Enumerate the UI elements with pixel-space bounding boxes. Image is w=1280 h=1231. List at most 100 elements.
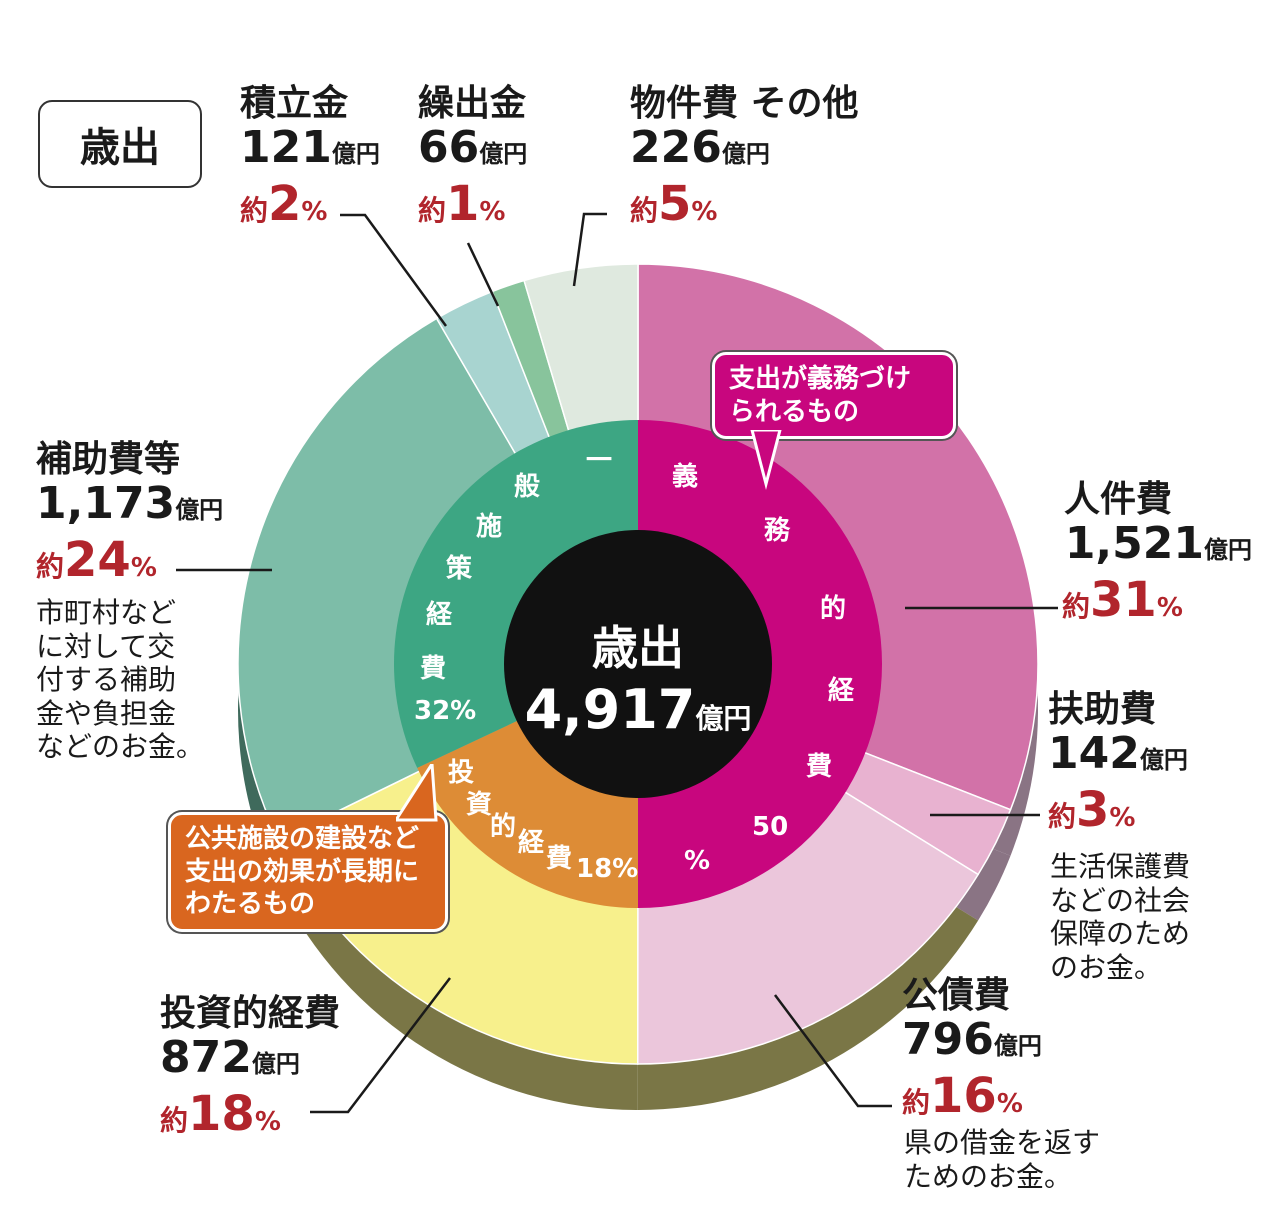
label-amount: 66 — [418, 121, 480, 173]
ring-gimu-2: 的 — [820, 594, 847, 624]
ring-gimu-pct: 50 — [752, 812, 789, 842]
callout-line: 公共施設の建設など — [185, 824, 420, 854]
ring-ippan-2: 施 — [476, 512, 503, 542]
label-approx: 約 — [160, 1103, 189, 1137]
label-approx: 約 — [630, 193, 659, 227]
callout-toushi-tail — [396, 764, 438, 822]
label-pct-sign: % — [479, 196, 506, 227]
desc-line: などの社会 — [1050, 883, 1191, 917]
label-name: 人件費 — [1064, 479, 1173, 520]
label-pct-sign: % — [1109, 802, 1136, 833]
label-name: 物件費 その他 — [630, 83, 859, 124]
label-unit: 億円 — [993, 1031, 1042, 1060]
ring-gimu-1: 務 — [764, 516, 791, 546]
ring-gimu-4: 費 — [806, 752, 833, 782]
ring-ippan-1: 般 — [514, 472, 541, 502]
label-pct: 1 — [446, 175, 480, 232]
ring-toushi-4: 費 — [546, 844, 573, 874]
ring-toushi-pct: 18% — [576, 854, 639, 884]
label-approx: 約 — [36, 549, 65, 583]
leader-toushi — [310, 977, 451, 1114]
label-unit: 億円 — [331, 139, 380, 168]
ring-gimu-3: 経 — [828, 676, 855, 706]
desc-line: ためのお金。 — [904, 1159, 1073, 1193]
label-pct: 5 — [658, 175, 692, 232]
label-name: 公債費 — [902, 975, 1011, 1016]
center-title: 歳出 — [592, 621, 684, 675]
label-unit: 億円 — [1139, 745, 1188, 774]
desc-line: に対して交 — [36, 629, 176, 663]
center-hole — [504, 530, 772, 798]
center-amount: 4,917 — [524, 678, 696, 741]
ring-toushi-2: 的 — [490, 812, 517, 842]
desc-line: 生活保護費 — [1050, 850, 1191, 883]
leader-buppin — [572, 212, 607, 287]
label-unit: 億円 — [721, 139, 770, 168]
ring-toushi-1: 資 — [466, 790, 493, 820]
label-unit: 億円 — [175, 495, 224, 524]
callout-line: 支出の効果が長期に — [185, 856, 420, 887]
callout-line: 支出が義務づけ — [729, 364, 912, 394]
ring-toushi-3: 経 — [518, 828, 545, 858]
label-pct: 3 — [1076, 781, 1110, 838]
label-pct-sign: % — [1156, 592, 1183, 623]
label-amount: 1,521 — [1064, 517, 1204, 569]
label-name: 扶助費 — [1048, 689, 1157, 730]
label-approx: 約 — [902, 1085, 931, 1119]
label-name: 積立金 — [240, 83, 349, 124]
label-kosai: 公債費 796億円 約16% — [902, 976, 1042, 1123]
desc-hojo: 市町村など に対して交 付する補助 金や負担金 などのお金。 — [36, 596, 204, 764]
label-name: 繰出金 — [418, 83, 527, 124]
label-buppin: 物件費 その他 226億円 約5% — [630, 84, 859, 231]
ring-ippan-0: 一 — [586, 446, 613, 476]
label-pct: 24 — [64, 531, 131, 588]
ring-gimu-pct-sign: % — [684, 846, 711, 876]
label-hojo: 補助費等 1,173億円 約24% — [36, 440, 223, 587]
desc-line: のお金。 — [1050, 950, 1163, 984]
label-pct-sign: % — [254, 1106, 281, 1137]
ring-toushi-0: 投 — [448, 758, 475, 788]
desc-kosai: 県の借金を返す ためのお金。 — [904, 1126, 1100, 1193]
label-tsumitate: 積立金 121億円 約2% — [240, 84, 380, 231]
desc-line: 金や負担金 — [36, 696, 177, 730]
label-amount: 796 — [902, 1013, 994, 1065]
label-pct: 31 — [1090, 571, 1157, 628]
label-unit: 億円 — [251, 1049, 300, 1078]
ring-ippan-5: 費 — [420, 654, 447, 684]
center-total: 歳出 4,917億円 — [506, 612, 770, 741]
desc-line: 県の借金を返す — [904, 1126, 1101, 1159]
ring-ippan-pct: 32% — [414, 696, 477, 726]
label-pct: 16 — [930, 1067, 997, 1124]
label-kuridashi: 繰出金 66億円 約1% — [418, 84, 527, 231]
center-unit: 億円 — [695, 702, 752, 735]
label-pct-sign: % — [301, 196, 328, 227]
label-pct: 2 — [268, 175, 302, 232]
ring-gimu-0: 義 — [672, 462, 699, 492]
label-fujo: 扶助費 142億円 約3% — [1048, 690, 1188, 837]
label-approx: 約 — [418, 193, 447, 227]
label-name: 投資的経費 — [160, 993, 341, 1034]
label-pct-sign: % — [691, 196, 718, 227]
label-amount: 121 — [240, 121, 332, 173]
label-approx: 約 — [240, 193, 269, 227]
callout-line: られるもの — [729, 396, 860, 427]
leader-tsumitate — [340, 213, 448, 327]
leader-kosai — [773, 994, 892, 1108]
label-name: 補助費等 — [36, 439, 181, 480]
desc-line: 市町村など — [36, 596, 177, 629]
desc-line: 保障のため — [1050, 917, 1191, 951]
label-jinken: 人件費 1,521億円 約31% — [1062, 480, 1252, 627]
desc-fujo: 生活保護費 などの社会 保障のため のお金。 — [1050, 850, 1190, 984]
label-pct: 18 — [188, 1085, 255, 1142]
page-title: 歳出 — [38, 100, 202, 188]
callout-toushi: 公共施設の建設など 支出の効果が長期に わたるもの — [168, 812, 448, 932]
label-amount: 142 — [1048, 727, 1140, 779]
label-amount: 1,173 — [36, 477, 176, 529]
callout-gimu: 支出が義務づけ られるもの — [712, 352, 956, 439]
ring-ippan-4: 経 — [426, 600, 453, 630]
label-toushi: 投資的経費 872億円 約18% — [160, 994, 340, 1141]
leader-kuridashi — [466, 242, 500, 307]
ring-ippan-3: 策 — [446, 554, 473, 584]
label-approx: 約 — [1062, 589, 1091, 623]
label-amount: 226 — [630, 121, 722, 173]
